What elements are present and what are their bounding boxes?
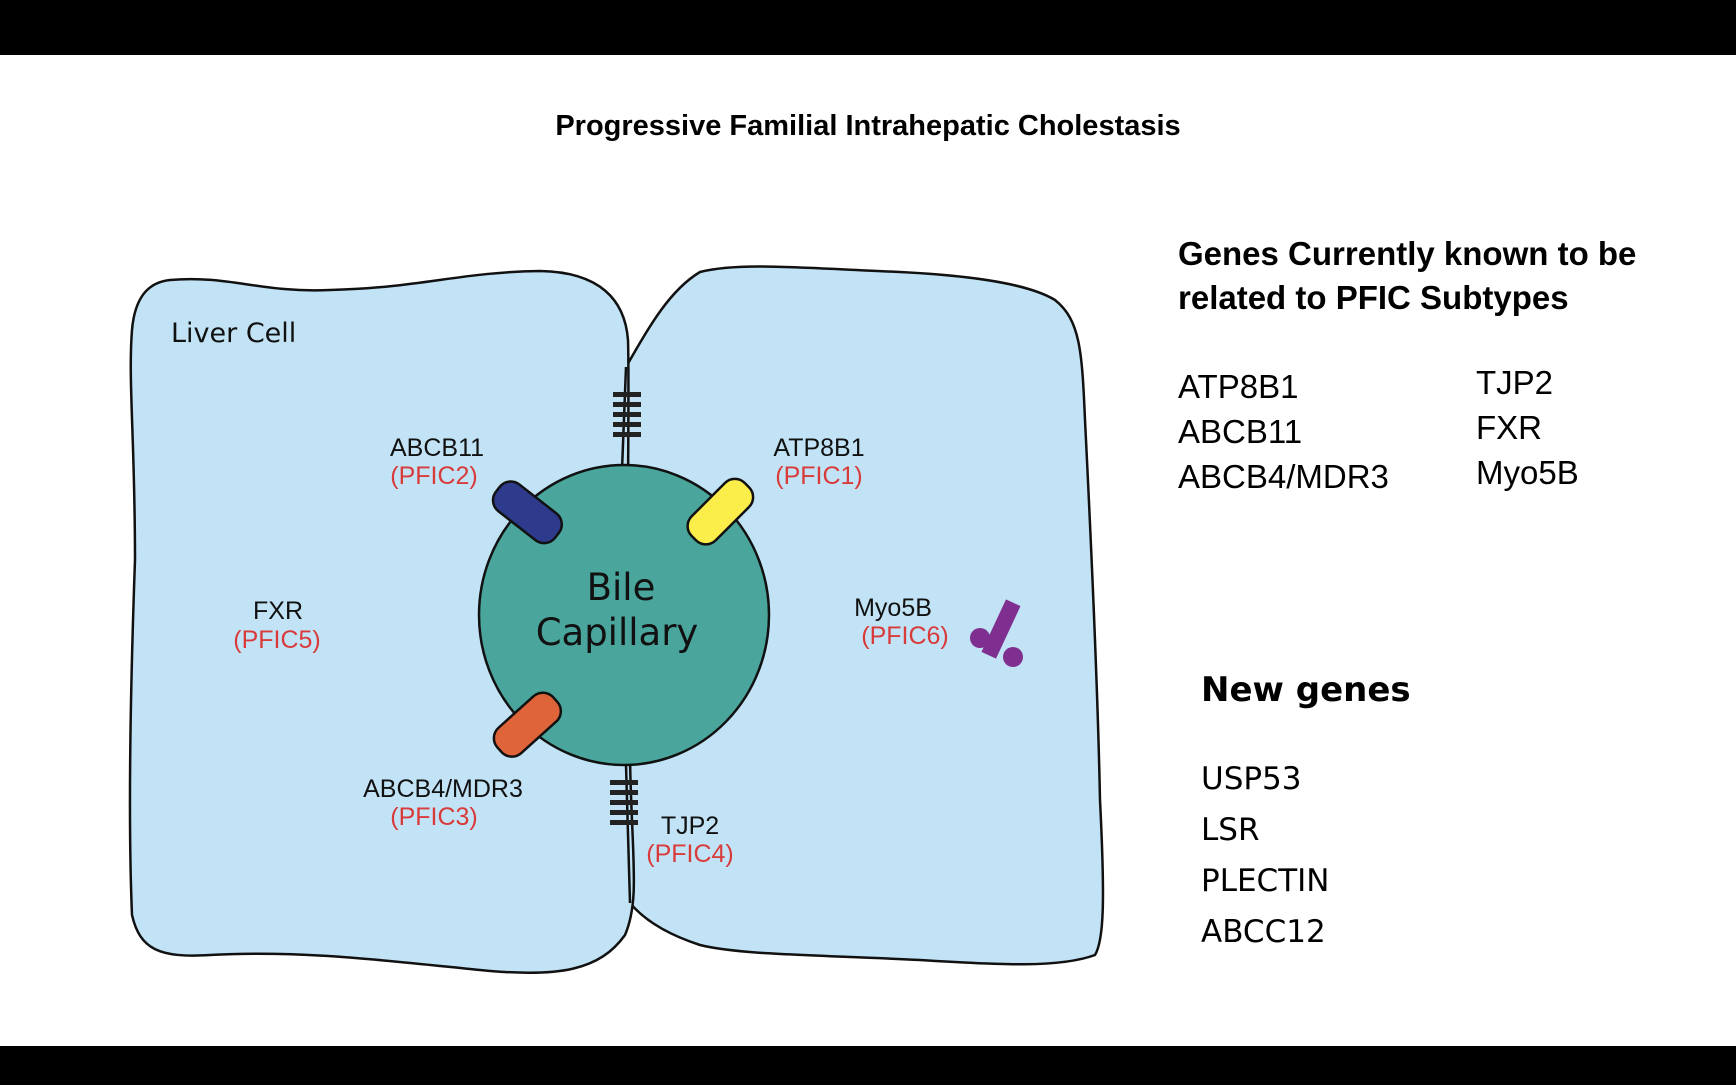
new-gene-item: ABCC12 bbox=[1201, 914, 1326, 950]
bottom-black-bar bbox=[0, 1046, 1736, 1085]
atp8b1-transporter-icon bbox=[686, 477, 755, 546]
known-gene-item: ATP8B1 bbox=[1178, 368, 1299, 405]
known-gene-item: TJP2 bbox=[1476, 364, 1554, 401]
tight-junction-bottom-icon bbox=[610, 780, 638, 825]
known-genes-panel: Genes Currently known to be related to P… bbox=[1178, 232, 1718, 499]
subtype-label-pfic3: (PFIC3) bbox=[390, 803, 478, 831]
known-gene-item: ABCB11 bbox=[1178, 413, 1303, 450]
abcb4-transporter-icon bbox=[492, 691, 563, 758]
known-genes-column-1: ATP8B1 ABCB11 ABCB4/MDR3 bbox=[1178, 364, 1476, 499]
known-gene-item: ABCB4/MDR3 bbox=[1178, 458, 1389, 495]
known-gene-item: FXR bbox=[1476, 409, 1542, 446]
known-genes-heading: Genes Currently known to be related to P… bbox=[1178, 235, 1637, 316]
known-genes-column-2: TJP2 FXR Myo5B bbox=[1476, 360, 1579, 499]
gene-label-myo5b: Myo5B bbox=[854, 594, 932, 622]
known-gene-item: Myo5B bbox=[1476, 454, 1579, 491]
gene-label-abcb11: ABCB11 bbox=[390, 434, 484, 462]
subtype-label-pfic1: (PFIC1) bbox=[775, 462, 863, 490]
new-gene-item: LSR bbox=[1201, 812, 1260, 848]
subtype-label-pfic5: (PFIC5) bbox=[233, 626, 321, 654]
bile-capillary-label-line2: Capillary bbox=[536, 611, 699, 654]
gene-label-abcb4-mdr3: ABCB4/MDR3 bbox=[363, 775, 523, 803]
bile-capillary-label-line1: Bile bbox=[587, 566, 656, 609]
gene-label-fxr: FXR bbox=[253, 597, 303, 625]
new-gene-item: PLECTIN bbox=[1201, 863, 1330, 899]
myo5b-motor-icon bbox=[970, 599, 1023, 667]
page-title: Progressive Familial Intrahepatic Choles… bbox=[555, 110, 1181, 142]
top-black-bar bbox=[0, 0, 1736, 55]
liver-cell-label: Liver Cell bbox=[171, 318, 296, 349]
new-gene-item: USP53 bbox=[1201, 761, 1302, 797]
abcb11-transporter-icon bbox=[491, 480, 564, 545]
liver-cell-left bbox=[128, 269, 636, 975]
subtype-label-pfic2: (PFIC2) bbox=[390, 462, 478, 490]
new-genes-heading: New genes bbox=[1201, 670, 1411, 710]
gene-label-tjp2: TJP2 bbox=[661, 812, 719, 840]
subtype-label-pfic4: (PFIC4) bbox=[646, 840, 734, 868]
gene-label-atp8b1: ATP8B1 bbox=[773, 434, 864, 462]
new-genes-panel: New genes USP53 LSR PLECTIN ABCC12 bbox=[1201, 670, 1411, 958]
tight-junction-top-icon bbox=[613, 392, 641, 437]
subtype-label-pfic6: (PFIC6) bbox=[861, 622, 949, 650]
